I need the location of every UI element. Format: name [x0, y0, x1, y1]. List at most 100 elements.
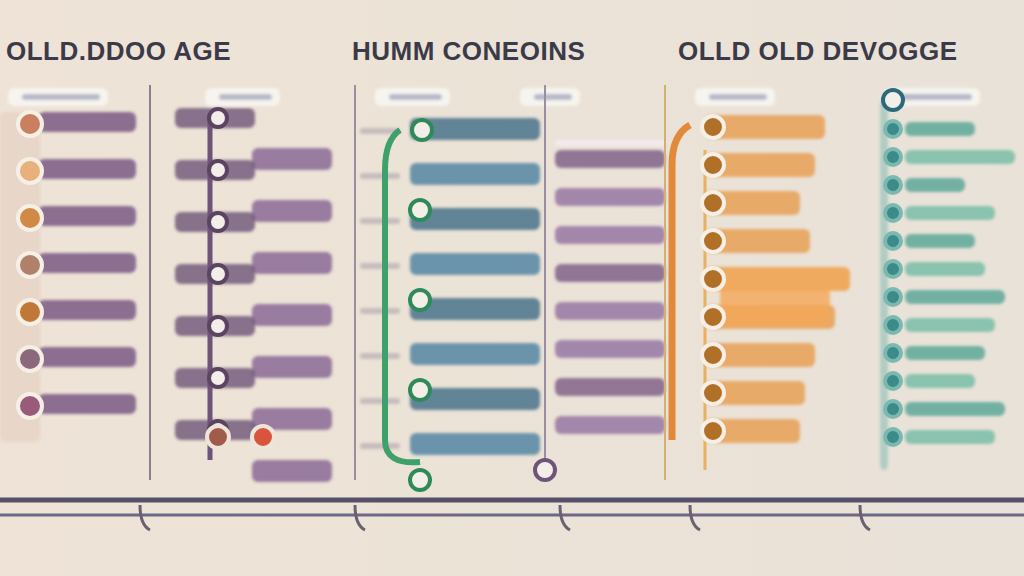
timeline-bar — [360, 173, 400, 179]
timeline-bar — [555, 340, 665, 358]
timeline-bar — [175, 212, 255, 232]
timeline-bar — [360, 263, 400, 269]
timeline-bar — [709, 94, 767, 100]
timeline-bar — [360, 443, 400, 449]
timeline-bar — [360, 308, 400, 314]
timeline-bar — [905, 374, 975, 388]
timeline-marker — [209, 161, 227, 179]
timeline-bar — [410, 118, 540, 140]
timeline-bar — [905, 234, 975, 248]
timeline-marker — [702, 382, 724, 404]
timeline-marker — [885, 401, 901, 417]
timeline-marker — [410, 200, 430, 220]
timeline-bar — [555, 264, 665, 282]
timeline-bar — [555, 226, 665, 244]
timeline-marker — [885, 149, 901, 165]
timeline-marker — [702, 306, 724, 328]
timeline-bar — [905, 150, 1015, 164]
timeline-bar — [252, 304, 332, 326]
timeline-bar — [38, 206, 136, 226]
timeline-marker — [885, 429, 901, 445]
timeline-marker — [209, 109, 227, 127]
timeline-marker — [885, 373, 901, 389]
timeline-axes — [0, 85, 1024, 530]
timeline-marker — [410, 470, 430, 490]
timeline-marker — [702, 154, 724, 176]
timeline-bar — [360, 398, 400, 404]
timeline-marker — [885, 345, 901, 361]
timeline-bar — [720, 288, 830, 326]
timeline-marker — [885, 177, 901, 193]
timeline-bars — [0, 88, 1015, 482]
timeline-bar — [252, 200, 332, 222]
timeline-bar — [905, 318, 995, 332]
timeline-bar — [905, 346, 985, 360]
timeline-bar — [175, 368, 255, 388]
timeline-bar — [555, 140, 665, 146]
timeline-marker — [885, 261, 901, 277]
timeline-bar — [252, 356, 332, 378]
timeline-bar — [905, 430, 995, 444]
timeline-marker — [535, 460, 555, 480]
timeline-bar — [410, 433, 540, 455]
timeline-marker — [209, 317, 227, 335]
timeline-marker — [702, 230, 724, 252]
timeline-bar — [175, 108, 255, 128]
timeline-bar — [38, 159, 136, 179]
timeline-marker — [18, 253, 42, 277]
timeline-bar — [389, 94, 442, 100]
timeline-bar — [555, 150, 665, 168]
timeline-bar — [175, 160, 255, 180]
timeline-marker — [412, 120, 432, 140]
timeline-marker — [18, 347, 42, 371]
timeline-marker — [410, 380, 430, 400]
timeline-marker — [209, 369, 227, 387]
timeline-bar — [252, 252, 332, 274]
timeline-bar — [695, 88, 775, 106]
timeline-marker — [18, 206, 42, 230]
timeline-bar — [22, 94, 100, 100]
timeline-bar — [38, 394, 136, 414]
timeline-marker — [252, 426, 274, 448]
timeline-marker — [883, 90, 903, 110]
column-heading: OLLD.DDOO AGE — [6, 36, 231, 67]
timeline-marker — [702, 268, 724, 290]
timeline-marker — [885, 289, 901, 305]
timeline-bar — [360, 218, 400, 224]
timeline-marker — [410, 290, 430, 310]
timeline-bar — [175, 316, 255, 336]
timeline-bar — [905, 122, 975, 136]
timeline-marker — [207, 426, 229, 448]
timeline-bar — [905, 262, 985, 276]
timeline-bar — [555, 302, 665, 320]
timeline-bar — [520, 88, 580, 106]
timeline-marker — [209, 213, 227, 231]
timeline-bar — [905, 402, 1005, 416]
timeline-bar — [555, 378, 665, 396]
timeline-bar — [705, 267, 850, 291]
timeline-bar — [410, 253, 540, 275]
timeline-bar — [905, 206, 995, 220]
timeline-marker — [702, 192, 724, 214]
timeline-marker — [885, 205, 901, 221]
timeline-bar — [905, 178, 965, 192]
timeline-bar — [410, 343, 540, 365]
timeline-bar — [410, 163, 540, 185]
timeline-bar — [375, 88, 450, 106]
timeline-marker — [702, 116, 724, 138]
timeline-bar — [252, 460, 332, 482]
timeline-bar — [205, 88, 280, 106]
timeline-marker — [885, 317, 901, 333]
timeline-marker — [18, 300, 42, 324]
timeline-bar — [219, 94, 272, 100]
column-heading: OLLD OLD DEVOGGE — [678, 36, 958, 67]
timeline-bar — [38, 112, 136, 132]
column-heading: HUMM CONEOINS — [352, 36, 585, 67]
timeline-marker — [885, 121, 901, 137]
timeline-bar — [38, 253, 136, 273]
timeline-bar — [360, 353, 400, 359]
timeline-bar — [905, 290, 1005, 304]
timeline-marker — [702, 344, 724, 366]
